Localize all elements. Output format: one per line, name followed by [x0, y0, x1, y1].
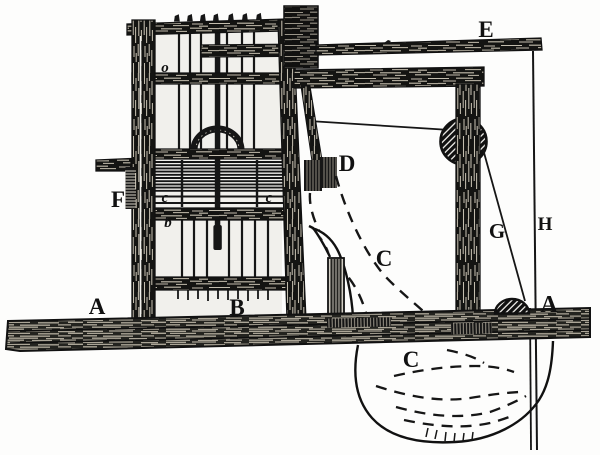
svg-text:G: G: [489, 219, 505, 243]
svg-text:b: b: [164, 215, 172, 231]
svg-text:o: o: [161, 60, 169, 76]
svg-text:B: B: [229, 295, 244, 320]
svg-text:A: A: [540, 292, 558, 318]
svg-text:c: c: [266, 190, 273, 206]
svg-text:D: D: [339, 151, 356, 176]
svg-text:F: F: [111, 187, 125, 212]
svg-text:E: E: [478, 17, 493, 42]
svg-text:A: A: [89, 294, 106, 319]
svg-text:C: C: [403, 347, 420, 372]
svg-text:C: C: [376, 246, 393, 271]
svg-text:H: H: [538, 214, 553, 235]
svg-text:c: c: [162, 190, 169, 206]
